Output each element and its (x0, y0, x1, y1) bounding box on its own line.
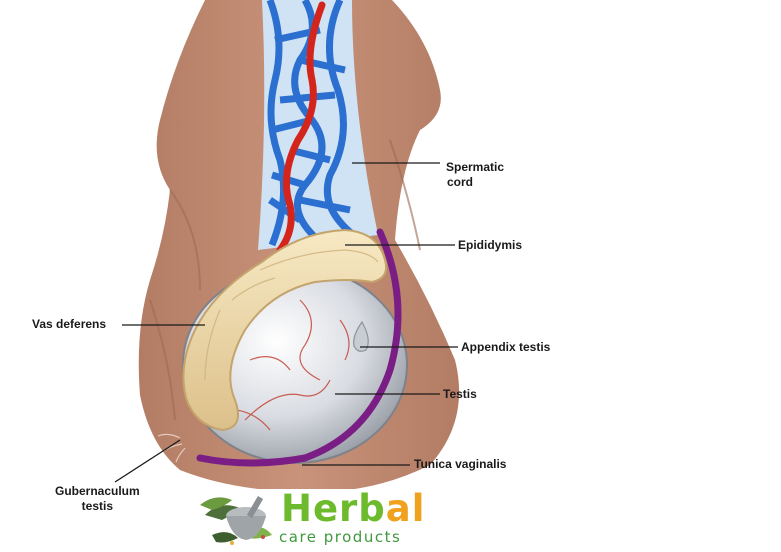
label-epididymis: Epididymis (458, 238, 523, 252)
label-spermatic-cord: Spermatic cord (446, 160, 504, 190)
logo-word: Herbal (281, 488, 425, 530)
label-spermatic-cord-line2: cord (447, 175, 474, 189)
skin-fold (149, 139, 421, 421)
epididymis (182, 228, 388, 432)
label-spermatic-cord-line1: Spermatic (446, 160, 505, 174)
testis-vessels (214, 299, 350, 431)
tunica-vaginalis (196, 228, 402, 467)
label-vas-deferens: Vas deferens (32, 317, 107, 331)
label-gubernaculum-line2: testis (81, 499, 114, 513)
logo-tagline: care products (279, 528, 402, 546)
label-testis: Testis (443, 387, 477, 401)
label-appendix-testis: Appendix testis (461, 340, 551, 354)
leader-lines (114, 162, 458, 483)
appendix-testis (353, 320, 369, 352)
logo-word-green: Herb (281, 487, 386, 530)
label-gubernaculum-testis: Gubernaculum testis (55, 484, 140, 514)
logo-word-orange: al (385, 487, 426, 530)
epididymis-coil (204, 249, 379, 381)
label-gubernaculum-line1: Gubernaculum (55, 484, 140, 498)
herb-mortar-icon (200, 495, 272, 545)
spermatic-cord (258, 0, 378, 254)
label-tunica-vaginalis: Tunica vaginalis (414, 457, 507, 471)
testicular-artery (276, 1, 326, 254)
